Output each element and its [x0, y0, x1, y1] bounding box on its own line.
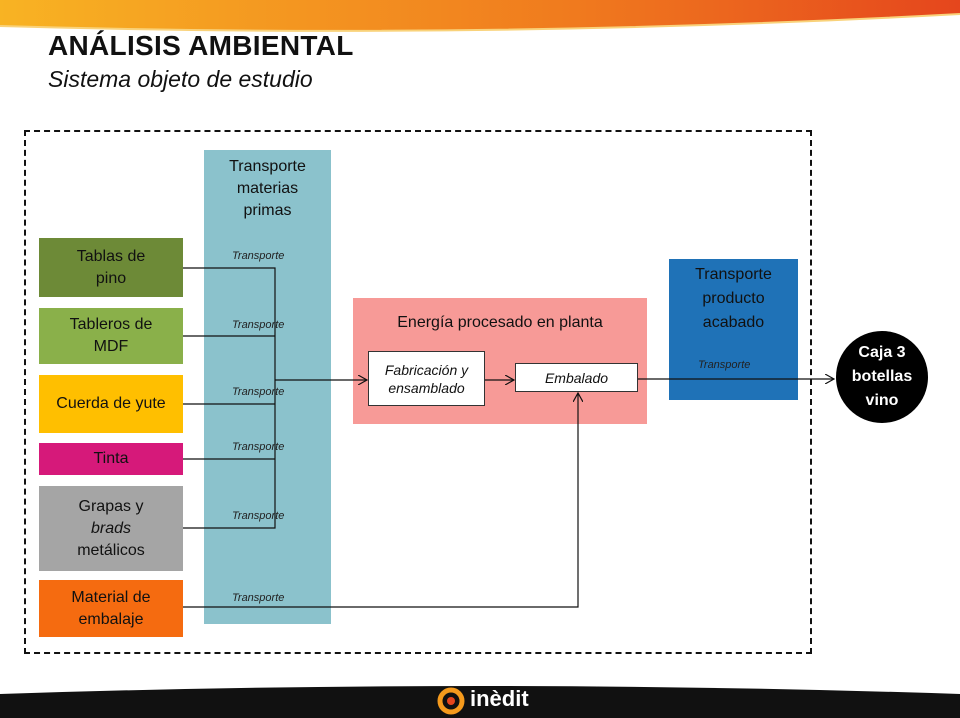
output-caja-3-botellas-vino: Caja 3 botellas vino: [836, 331, 928, 423]
material-label-part: brads: [90, 519, 131, 537]
footer-bar: [0, 686, 960, 718]
output-label: Caja 3 botellas vino: [851, 344, 913, 409]
transport-finished-product-label: Transporte producto acabado: [695, 266, 772, 331]
transport-raw-materials-label: Transporte materias primas: [229, 158, 306, 219]
system-boundary: [24, 130, 812, 654]
material-label: Cuerda de yute: [56, 395, 166, 412]
page-title: ANÁLISIS AMBIENTAL: [48, 30, 354, 61]
transport-label: Transporte: [232, 319, 285, 331]
transport-label: Transporte: [232, 441, 285, 453]
process-embalado: Embalado: [515, 363, 638, 392]
material-tableros-mdf: Tableros de MDF: [39, 308, 183, 364]
material-tinta: Tinta: [39, 443, 183, 475]
energy-processing-label: Energía procesado en planta: [397, 314, 603, 331]
material-label-part: metálicos: [77, 541, 145, 559]
material-tablas-pino: Tablas de pino: [39, 238, 183, 297]
material-label: Tableros de MDF: [69, 316, 153, 355]
transport-label: Transporte: [232, 592, 285, 604]
material-label: Material de embalaje: [71, 588, 151, 628]
transport-label: Transporte: [232, 250, 285, 262]
material-label-part: Grapas y: [78, 497, 144, 515]
transport-label: Transporte: [698, 359, 751, 371]
transport-finished-product-column: Transporte producto acabado: [669, 259, 798, 400]
process-label: Fabricación y ensamblado: [384, 361, 469, 396]
process-label: Embalado: [544, 369, 609, 386]
process-fabricacion-ensamblado: Fabricación y ensamblado: [368, 351, 485, 406]
top-banner: [0, 0, 960, 32]
material-label: Grapas y brads metálicos: [77, 496, 145, 562]
transport-label: Transporte: [232, 510, 285, 522]
material-embalaje: Material de embalaje: [39, 580, 183, 637]
brand-name: inèdit: [470, 686, 529, 711]
transport-label: Transporte: [232, 386, 285, 398]
material-label: Tablas de pino: [76, 247, 146, 287]
material-label: Tinta: [93, 450, 129, 467]
brand-logo-icon: [437, 687, 465, 715]
material-cuerda-yute: Cuerda de yute: [39, 375, 183, 433]
material-grapas-brads: Grapas y brads metálicos: [39, 486, 183, 571]
page-subtitle: Sistema objeto de estudio: [48, 66, 313, 92]
